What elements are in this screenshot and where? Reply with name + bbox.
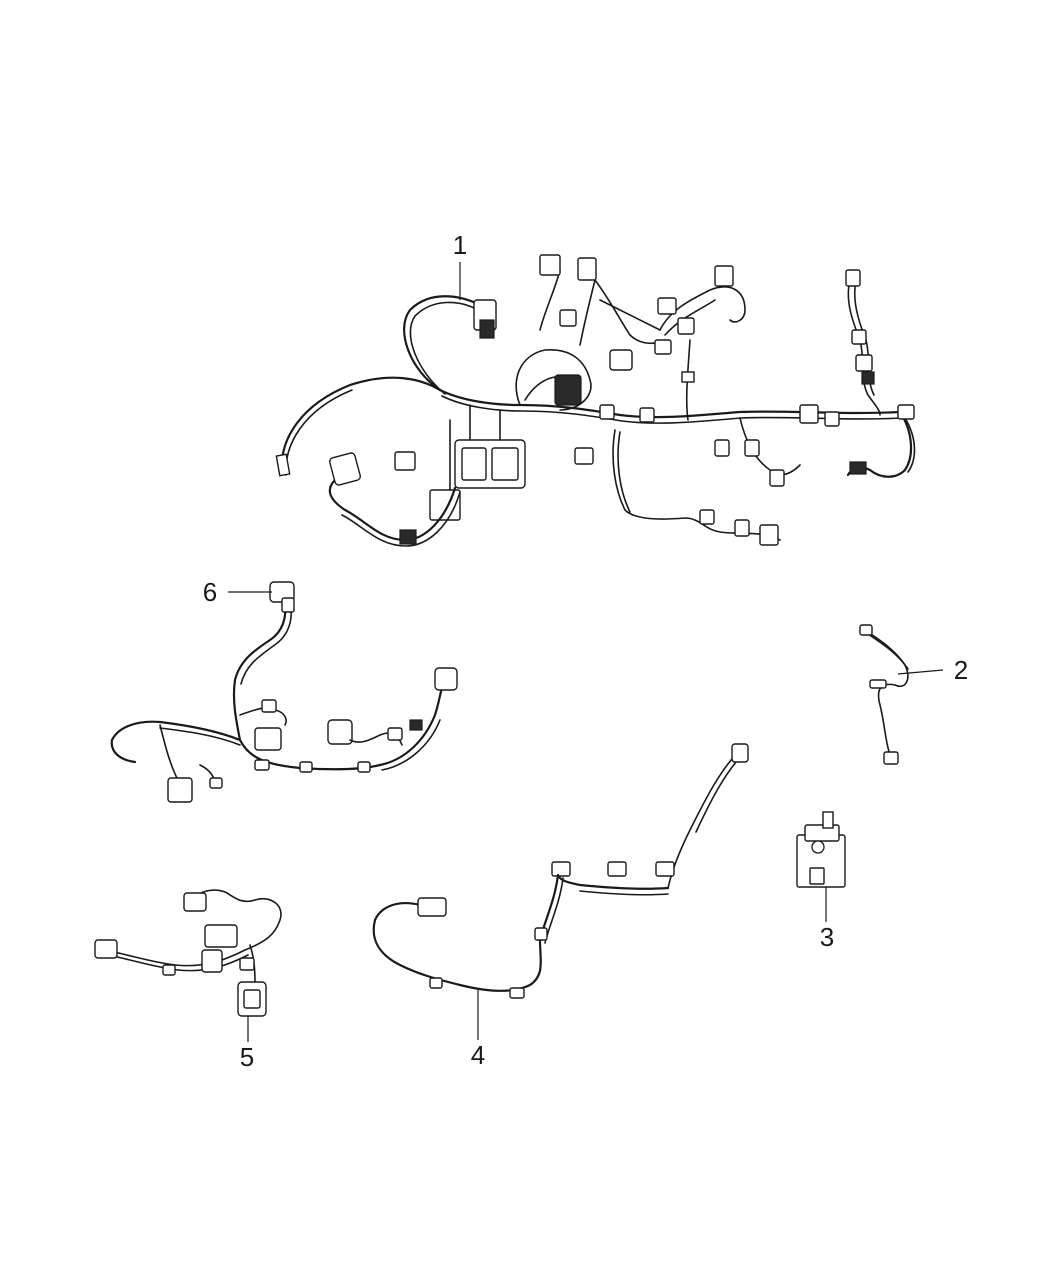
part-3-relay[interactable] [796,811,846,888]
callout-5: 5 [240,1042,254,1072]
callout-2: 2 [954,655,968,685]
part-2-jumper[interactable] [859,624,909,765]
part-1-main-harness[interactable] [275,254,916,547]
part-5-harness[interactable] [94,889,282,1017]
leader-line-2 [897,669,944,675]
callout-6: 6 [203,577,217,607]
callout-3: 3 [820,922,834,952]
callout-4: 4 [471,1040,485,1070]
leader-lines [228,262,944,1042]
part-6-harness[interactable] [110,581,458,803]
callout-1: 1 [453,230,467,260]
callout-labels: 1 2 3 4 5 6 [203,230,968,1072]
part-4-harness[interactable] [372,743,749,999]
